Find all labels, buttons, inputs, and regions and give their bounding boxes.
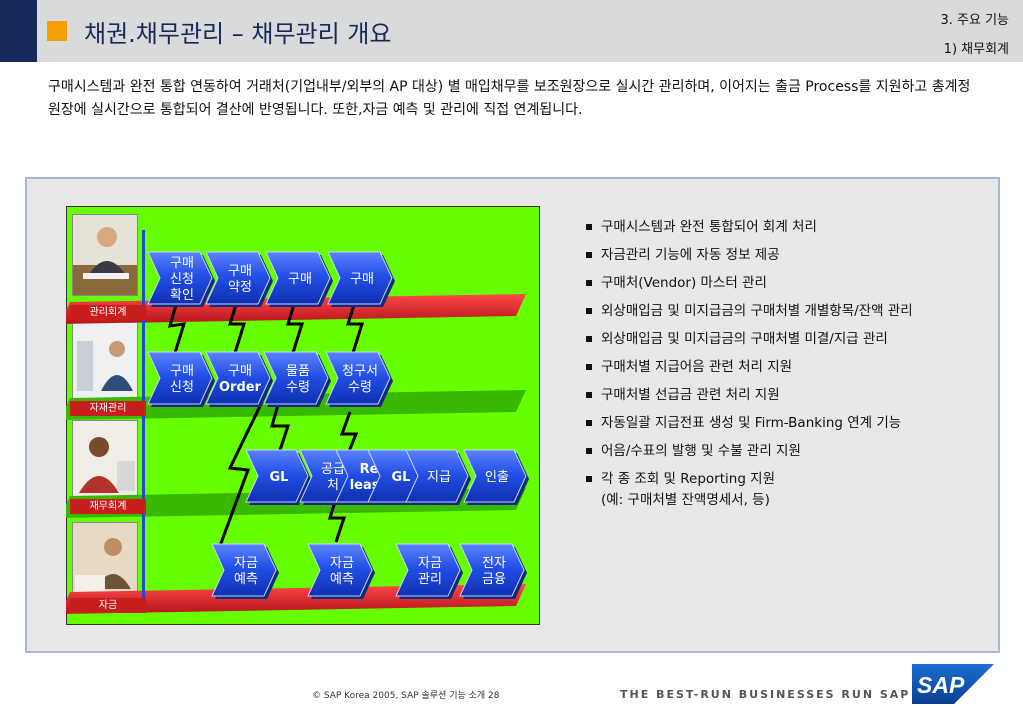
feature-note: (예: 구매처별 잔액명세서, 등) <box>601 492 770 508</box>
process-step-label: 수령 <box>286 380 310 395</box>
feature-item: 각 종 조회 및 Reporting 지원 <box>585 470 975 489</box>
intro-text: 구매시스템과 완전 통합 연동하여 거래처(기업내부/외부의 AP 대상) 별 … <box>48 79 971 118</box>
connector-3 <box>285 297 305 357</box>
process-step-label: 확인 <box>170 288 194 303</box>
process-step-label: 공급 <box>321 462 345 477</box>
process-step-row3-1: GL <box>245 449 311 505</box>
manager-photo <box>72 214 138 296</box>
process-step-label: 지급 <box>427 470 451 485</box>
process-step-label: 금융 <box>482 572 506 587</box>
page-title: 채권.채무관리 – 채무관리 개요 <box>84 20 392 48</box>
process-step-label: 예측 <box>330 572 354 587</box>
feature-item: 구매처별 지급어음 관련 처리 지원 <box>585 358 975 377</box>
lane-label-finance: 재무회계 <box>70 499 146 514</box>
connector-7 <box>339 411 359 455</box>
lane-label-controlling: 관리회계 <box>70 305 146 320</box>
process-step-label: 처 <box>327 478 339 493</box>
process-step-label: GL <box>270 470 289 485</box>
lane-label-materials: 자재관리 <box>70 401 146 416</box>
lane-divider <box>142 230 145 610</box>
process-step-label: 구매 <box>170 256 194 271</box>
process-step-label: 자금 <box>418 556 442 571</box>
process-step-row1-3: 구매 <box>265 251 333 307</box>
feature-item: 어음/수표의 발행 및 수불 관리 지원 <box>585 442 975 461</box>
process-step-label: 자금 <box>330 556 354 571</box>
subsection-label: 1) 채무회계 <box>943 42 1009 57</box>
section-label: 3. 주요 기능 <box>940 13 1009 28</box>
process-step-label: 인출 <box>485 470 509 485</box>
feature-item: 외상매입금 및 미지급금의 구매처별 미결/지급 관리 <box>585 330 975 349</box>
feature-list: 구매시스템과 완전 통합되어 회계 처리 자금관리 기능에 자동 정보 제공 구… <box>585 218 975 508</box>
lane-label-treasury: 자금 <box>70 598 146 613</box>
connector-4 <box>345 297 365 357</box>
process-step-label: GL <box>392 470 411 485</box>
process-step-label: Re <box>360 462 379 477</box>
process-step-label: 예측 <box>234 572 258 587</box>
flow-connectors <box>167 297 365 547</box>
process-step-row4-3: 자금관리 <box>395 543 463 599</box>
feature-item: 자금관리 기능에 자동 정보 제공 <box>585 246 975 265</box>
sap-logo: SAP <box>912 664 994 704</box>
process-step-label: 물품 <box>286 364 310 379</box>
materials-photo <box>72 320 138 402</box>
process-step-label: 구매 <box>228 264 252 279</box>
connector-6 <box>218 401 264 547</box>
process-step-label: 구매 <box>350 272 374 287</box>
header-bar: 채권.채무관리 – 채무관리 개요 3. 주요 기능 1) 채무회계 <box>0 0 1023 62</box>
process-step-label: 약정 <box>228 280 252 295</box>
process-step-label: 전자 <box>482 556 506 571</box>
header-orange-square <box>47 21 67 41</box>
process-step-label: 신청 <box>170 380 194 395</box>
feature-item: 구매처별 선급금 관련 처리 지원 <box>585 386 975 405</box>
feature-item: 구매처(Vendor) 마스터 관리 <box>585 274 975 293</box>
tagline: THE BEST-RUN BUSINESSES RUN SAP <box>620 688 911 701</box>
feature-item: 자동일괄 지급전표 생성 및 Firm-Banking 연계 기능 <box>585 414 975 433</box>
connector-1 <box>167 297 187 357</box>
process-step-label: 구매 <box>288 272 312 287</box>
feature-item: 구매시스템과 완전 통합되어 회계 처리 <box>585 218 975 237</box>
process-step-label: Order <box>219 380 262 395</box>
process-step-row3-6: 인출 <box>463 449 529 505</box>
process-step-row1-4: 구매 <box>327 251 395 307</box>
treasury-photo <box>72 522 138 604</box>
feature-item: 외상매입금 및 미지급금의 구매처별 개별항목/잔액 관리 <box>585 302 975 321</box>
copyright-text: © SAP Korea 2005, SAP 솔루션 기능 소개 28 <box>312 691 500 701</box>
process-step-label: 구매 <box>228 364 252 379</box>
process-step-label: 구매 <box>170 364 194 379</box>
sap-logo-text: SAP <box>917 672 965 698</box>
header-navy-block <box>0 0 37 62</box>
process-step-row3-5: 지급 <box>405 449 471 505</box>
connector-2 <box>227 297 247 357</box>
process-step-label: 청구서 <box>342 364 378 379</box>
process-step-label: 신청 <box>170 272 194 287</box>
process-step-label: 자금 <box>234 556 258 571</box>
process-step-label: 관리 <box>418 572 442 587</box>
process-step-label: 수령 <box>348 380 372 395</box>
